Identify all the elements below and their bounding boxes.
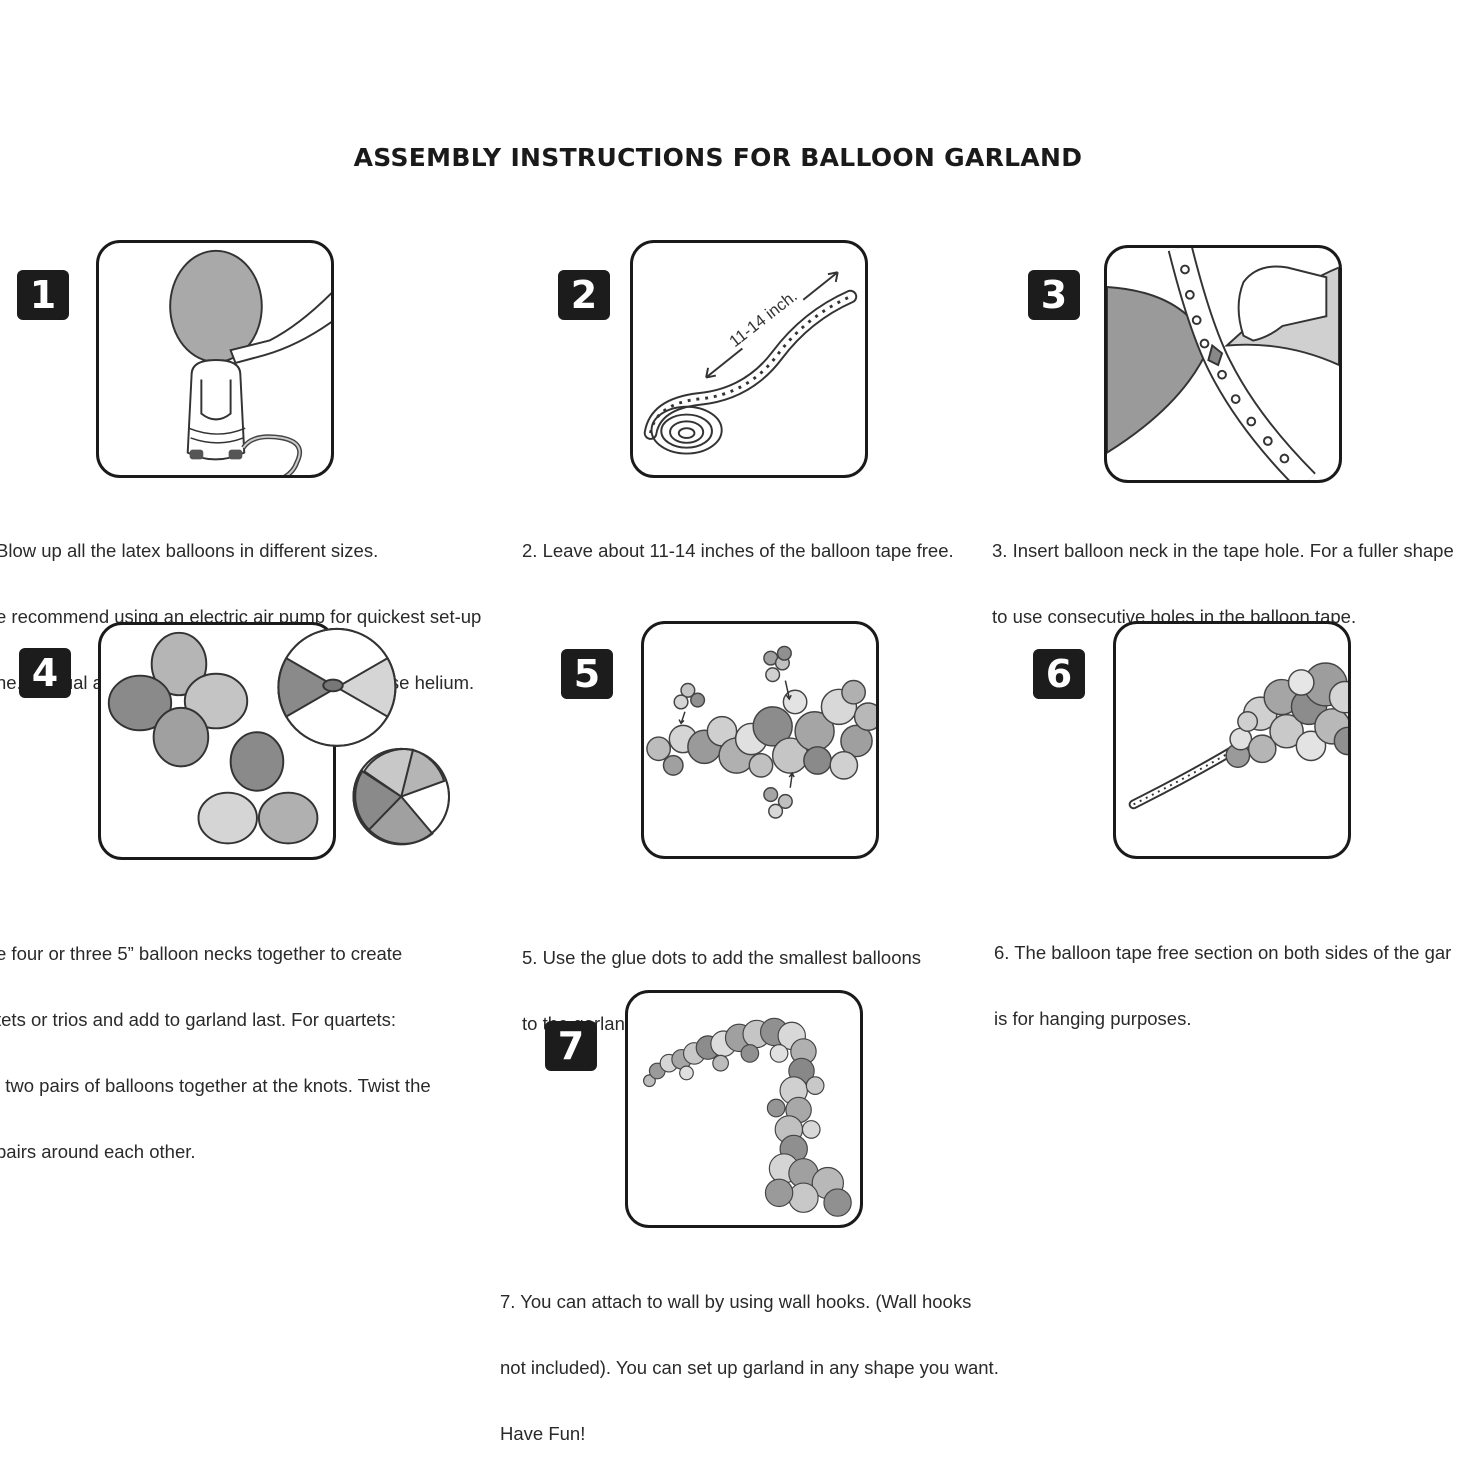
insert-balloon-icon — [1107, 248, 1339, 480]
caption-line: e four or three 5” balloon necks togethe… — [0, 943, 403, 964]
step-6-badge: 6 — [1033, 649, 1085, 699]
caption-line: not included). You can set up garland in… — [500, 1357, 999, 1378]
caption-line: 5. Use the glue dots to add the smallest… — [522, 947, 922, 968]
caption-line: l two pairs of balloons together at the … — [0, 1075, 431, 1096]
caption-line: is for hanging purposes. — [994, 1008, 1192, 1029]
step-3-badge: 3 — [1028, 270, 1080, 320]
step-6-illustration — [1113, 621, 1351, 859]
balloon-tape-icon: 11-14 inch. — [643, 271, 858, 455]
caption-line: Blow up all the latex balloons in differ… — [0, 540, 379, 561]
step-7-badge: 7 — [545, 1021, 597, 1071]
step-2-badge: 2 — [558, 270, 610, 320]
step-4-illustration — [98, 622, 450, 860]
caption-line: tets or trios and add to garland last. F… — [0, 1009, 397, 1030]
step-6-caption: 6. The balloon tape free section on both… — [994, 898, 1451, 1052]
garland-shape-icon — [643, 1017, 852, 1217]
step-5-caption: 5. Use the glue dots to add the smallest… — [522, 903, 921, 1057]
caption-line: e recommend using an electric air pump f… — [0, 606, 482, 627]
caption-line: 3. Insert balloon neck in the tape hole.… — [992, 540, 1454, 561]
step-3-caption: 3. Insert balloon neck in the tape hole.… — [992, 496, 1454, 650]
step-4-badge: 4 — [19, 648, 71, 698]
balloon-clusters-icon — [107, 627, 450, 846]
step-5-badge: 5 — [561, 649, 613, 699]
caption-line: 6. The balloon tape free section on both… — [994, 942, 1452, 963]
pump-balloon-icon — [169, 249, 331, 475]
step-3-illustration — [1104, 245, 1342, 483]
garland-glue-dots-icon — [646, 645, 876, 819]
caption-line: 7. You can attach to wall by using wall … — [500, 1291, 972, 1312]
step-2-illustration: 11-14 inch. — [630, 240, 868, 478]
step-1-illustration — [96, 240, 334, 478]
step-4-caption: e four or three 5” balloon necks togethe… — [0, 899, 431, 1185]
caption-line: 2. Leave about 11-14 inches of the ballo… — [522, 540, 954, 561]
page-title: ASSEMBLY INSTRUCTIONS FOR BALLOON GARLAN… — [353, 143, 1083, 172]
caption-line: Have Fun! — [500, 1423, 586, 1444]
caption-line: pairs around each other. — [0, 1141, 196, 1162]
step-7-illustration — [625, 990, 863, 1228]
garland-hanging-icon — [1128, 662, 1348, 810]
step-1-badge: 1 — [17, 270, 69, 320]
step-2-caption: 2. Leave about 11-14 inches of the ballo… — [522, 496, 954, 584]
step-7-caption: 7. You can attach to wall by using wall … — [500, 1247, 999, 1467]
step-5-illustration — [641, 621, 879, 859]
